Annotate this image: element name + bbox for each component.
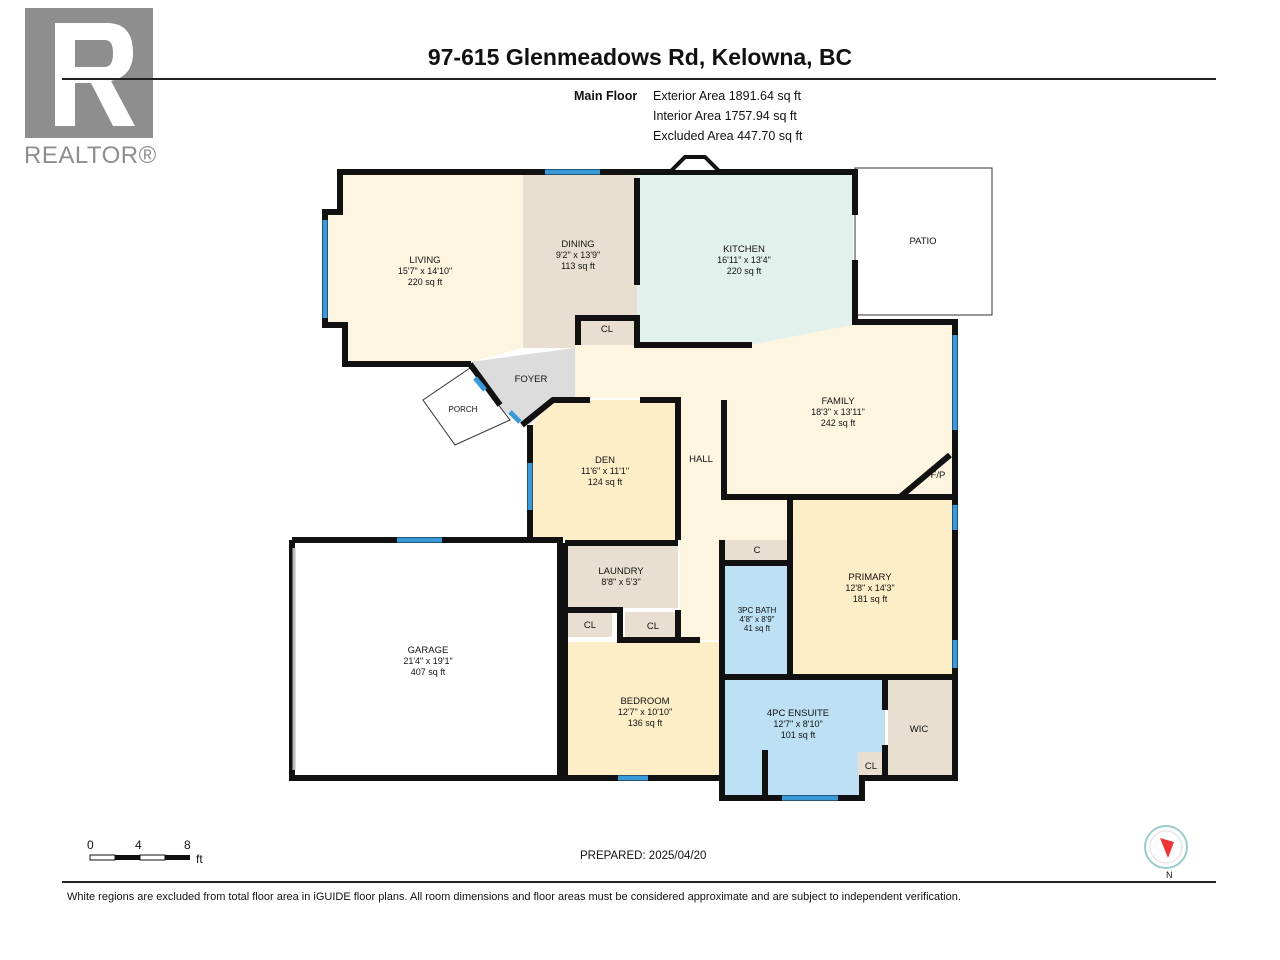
room-name: FAMILY — [821, 396, 855, 407]
room-name: CL — [864, 761, 878, 772]
realtor-logo[interactable] — [25, 8, 153, 138]
room-wic: WIC — [910, 724, 928, 735]
room-dims: 12'7" x 10'10" — [617, 707, 673, 717]
scale-unit: ft — [196, 852, 203, 866]
room-fireplace: F/P — [931, 470, 946, 481]
foyer-area — [470, 348, 575, 425]
prepared-date: PREPARED: 2025/04/20 — [580, 850, 707, 862]
floor-name: Main Floor — [574, 89, 638, 103]
room-dims: 9'2" x 13'9" — [555, 250, 601, 260]
room-closet: CL — [601, 324, 613, 335]
room-name: FOYER — [514, 374, 548, 385]
room-name: DINING — [561, 239, 595, 250]
scale-label-8: 8 — [184, 838, 191, 852]
room-name: BEDROOM — [620, 696, 670, 707]
page-title: 97-615 Glenmeadows Rd, Kelowna, BC — [427, 44, 853, 70]
room-area: 181 sq ft — [852, 594, 888, 604]
room-area: 242 sq ft — [820, 418, 856, 428]
header-divider — [62, 78, 1216, 80]
room-hall: HALL — [689, 454, 713, 465]
room-name: F/P — [930, 470, 946, 481]
hall-family-area — [575, 325, 952, 640]
compass-label: N — [1166, 870, 1173, 880]
room-dims: 15'7" x 14'10" — [397, 266, 453, 276]
room-closet: CL — [647, 621, 659, 632]
scale-label-0: 0 — [87, 838, 94, 852]
room-name: PRIMARY — [848, 572, 892, 583]
excluded-area: Excluded Area 447.70 sq ft — [653, 129, 803, 143]
room-dims: 4'8" x 8'9" — [739, 615, 775, 624]
room-name: WIC — [909, 724, 929, 735]
room-dims: 21'4" x 19'1" — [403, 656, 453, 666]
room-dims: 12'8" x 14'3" — [845, 583, 895, 593]
room-patio: PATIO — [909, 236, 936, 247]
room-name: GARAGE — [407, 645, 449, 656]
exterior-area: Exterior Area 1891.64 sq ft — [653, 89, 802, 103]
room-area: 407 sq ft — [410, 667, 446, 677]
scale-label-4: 4 — [135, 838, 142, 852]
window — [473, 376, 487, 392]
room-name: KITCHEN — [723, 244, 765, 255]
room-name: CL — [600, 324, 614, 335]
room-name: LIVING — [409, 255, 441, 266]
realtor-logo-text: REALTOR® — [24, 142, 157, 169]
room-dims: 12'7" x 8'10" — [773, 719, 823, 729]
room-closet: CL — [865, 761, 877, 772]
room-name: 3PC BATH — [737, 606, 777, 615]
room-area: 41 sq ft — [743, 624, 771, 633]
room-name: LAUNDRY — [598, 566, 644, 577]
room-dims: 11'6" x 11'1" — [580, 466, 630, 476]
room-name: PATIO — [909, 236, 937, 247]
room-area: 220 sq ft — [407, 277, 443, 287]
compass-icon — [1144, 825, 1188, 869]
room-area: 124 sq ft — [587, 477, 623, 487]
room-name: C — [753, 545, 761, 556]
room-area: 101 sq ft — [780, 730, 816, 740]
realtor-r-icon — [55, 23, 135, 126]
disclaimer: White regions are excluded from total fl… — [67, 891, 961, 903]
interior-area: Interior Area 1757.94 sq ft — [653, 109, 797, 123]
room-area: 220 sq ft — [726, 266, 762, 276]
room-dims: 18'3" x 13'11" — [811, 407, 865, 417]
room-dims: 16'11" x 13'4" — [717, 255, 771, 265]
scale-bar — [89, 854, 190, 861]
window — [508, 410, 522, 424]
room-name: HALL — [689, 454, 713, 465]
room-name: 4PC ENSUITE — [766, 708, 830, 719]
room-name: CL — [583, 620, 597, 631]
room-name: PORCH — [448, 405, 478, 414]
room-name: DEN — [594, 455, 616, 466]
room-c-closet: C — [754, 545, 761, 556]
room-area: 136 sq ft — [627, 718, 663, 728]
bay-window — [665, 155, 725, 174]
room-porch: PORCH — [449, 405, 478, 414]
room-foyer: FOYER — [515, 374, 548, 385]
room-dims: 8'8" x 5'3" — [601, 577, 641, 587]
room-name: CL — [646, 621, 660, 632]
room-area: 113 sq ft — [561, 261, 595, 271]
room-closet: CL — [584, 620, 596, 631]
